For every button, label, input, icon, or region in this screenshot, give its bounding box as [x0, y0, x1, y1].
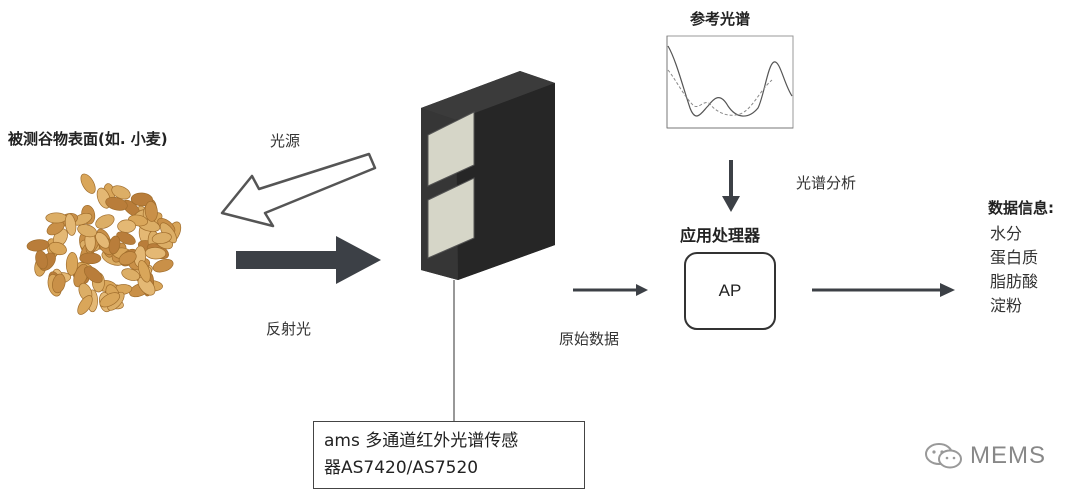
data-info-list: 水分 蛋白质 脂肪酸 淀粉 [990, 222, 1038, 318]
reference-spectrum-label: 参考光谱 [690, 10, 751, 28]
watermark-text: MEMS [970, 442, 1046, 469]
ap-label: AP [718, 281, 742, 300]
data-info-title: 数据信息: [988, 199, 1054, 217]
wheat-grain [151, 232, 172, 244]
app-processor-label: 应用处理器 [680, 226, 761, 245]
data-info-item: 脂肪酸 [990, 272, 1039, 291]
wheat-grain [121, 268, 141, 281]
sensor-label-line1: ams 多通道红外光谱传感 [324, 431, 519, 451]
wheat-grain [46, 220, 65, 236]
wheat-grain [80, 173, 96, 194]
spectrum-plot-image [666, 35, 794, 129]
wheat-grain [48, 241, 67, 256]
light-source-arrow [220, 152, 377, 228]
data-info-item: 淀粉 [990, 296, 1023, 315]
wheat-grain [95, 232, 110, 249]
wheat-grain [99, 292, 121, 308]
reflected-light-arrow [236, 236, 381, 284]
wheat-grain [144, 200, 158, 222]
reflected-light-label: 反射光 [266, 320, 312, 338]
wheat-grain [152, 258, 174, 273]
wheat-grain [108, 235, 121, 255]
wheat-grain [83, 266, 103, 284]
wheat-grain [79, 252, 102, 265]
wheat-grain [118, 251, 137, 266]
sensor-device-icon [421, 71, 555, 280]
wheat-grain [117, 219, 136, 233]
wechat-icon [925, 443, 962, 469]
output-arrow [812, 283, 955, 297]
light-source-label: 光源 [270, 132, 301, 150]
raw-data-arrow [573, 284, 648, 296]
wheat-grain [95, 214, 115, 229]
sensor-label-line2: 器AS7420/AS7520 [324, 458, 479, 478]
wheat-grain [64, 213, 77, 236]
spectral-analysis-arrow [722, 160, 740, 212]
wheat-grain [105, 196, 128, 211]
grain-title: 被测谷物表面(如. 小麦) [8, 130, 168, 148]
spectral-analysis-label: 光谱分析 [796, 174, 857, 192]
wheat-grain [35, 250, 48, 270]
data-info-item: 水分 [990, 224, 1023, 243]
wheat-grain [65, 252, 79, 276]
raw-data-label: 原始数据 [559, 330, 620, 348]
wheat-grain [137, 260, 151, 283]
wheat-grain [77, 224, 97, 238]
sensor-label-box: ams 多通道红外光谱传感 器AS7420/AS7520 [313, 421, 585, 489]
wheat-grain [116, 231, 136, 245]
wheat-grain [52, 273, 66, 294]
wheat-grain [144, 247, 167, 260]
watermark: MEMS [924, 441, 1046, 471]
data-info-item: 蛋白质 [990, 248, 1039, 267]
ap-box: AP [684, 252, 776, 330]
wheat-grain [77, 295, 93, 315]
